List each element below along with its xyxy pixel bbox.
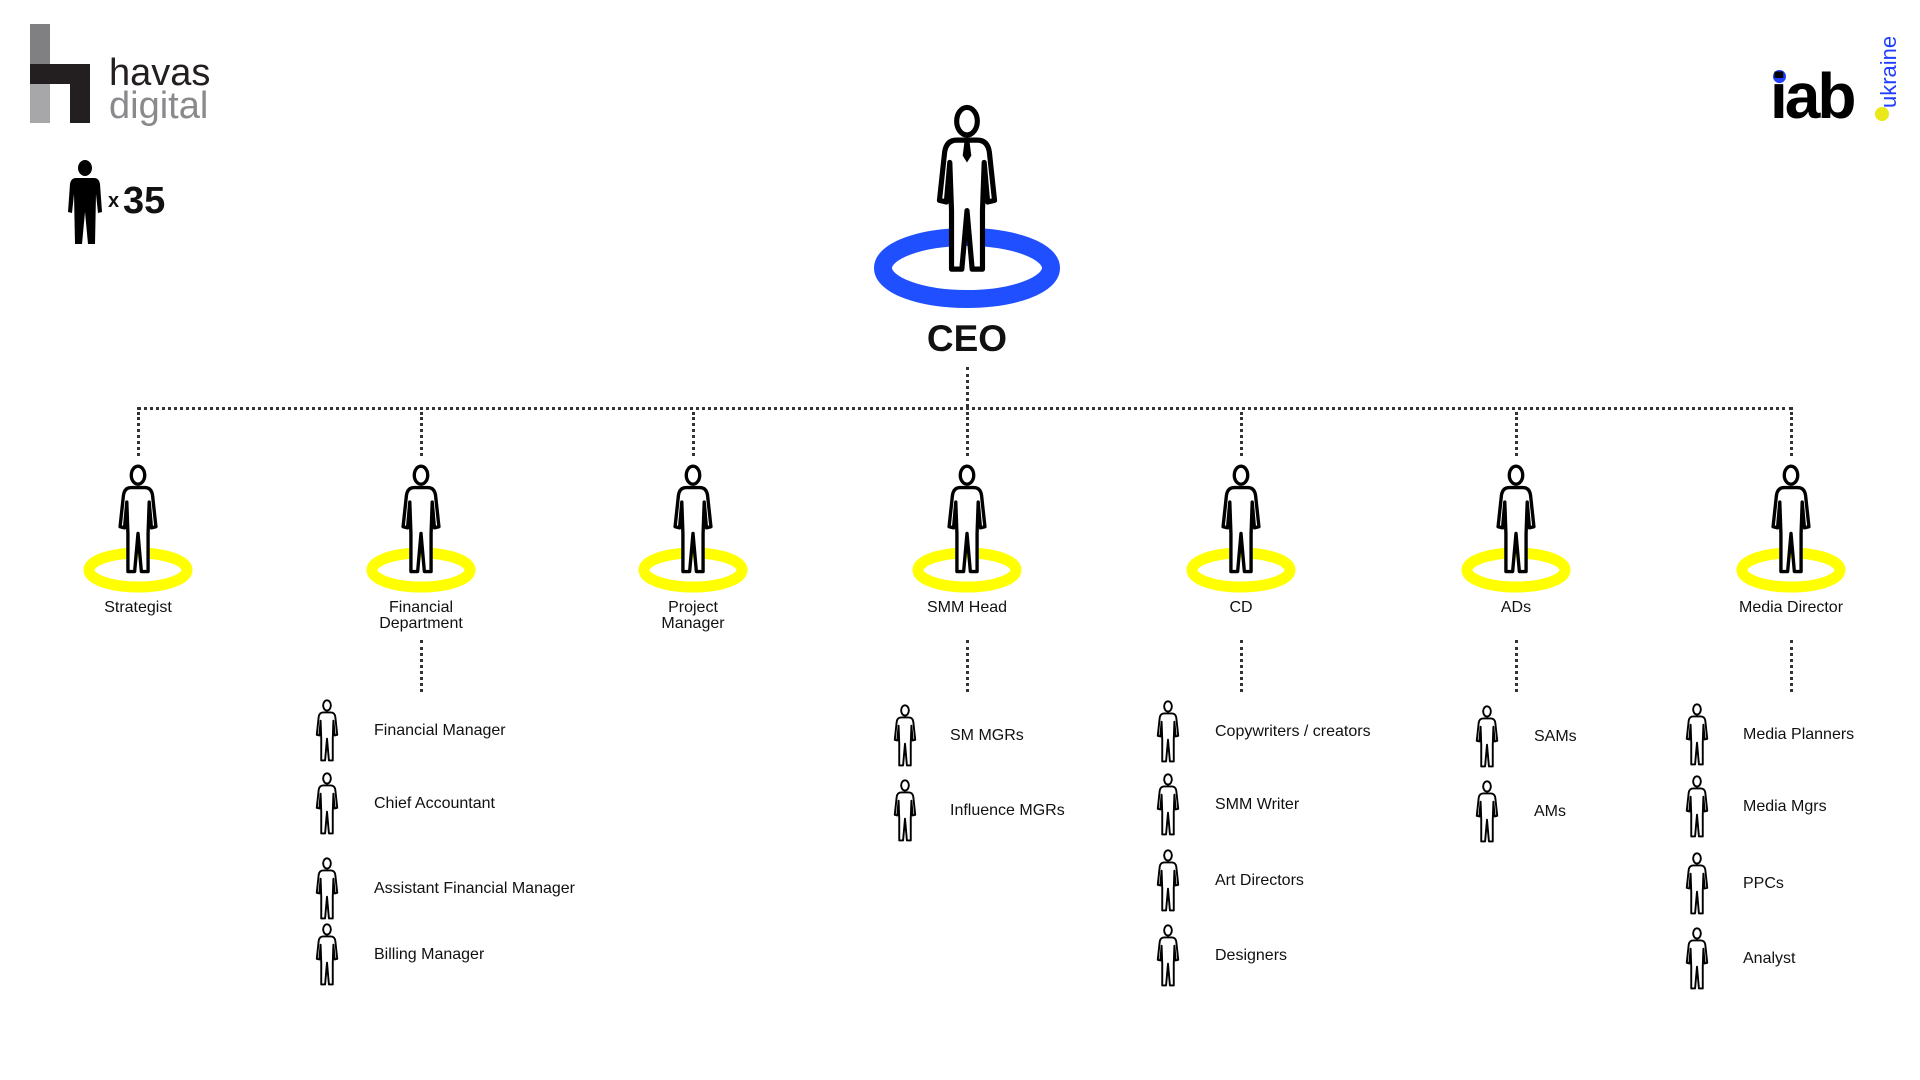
department-connector [420,412,423,456]
department-connector [966,412,969,456]
digital-logo-text: digital [109,85,209,127]
person-icon [312,699,342,763]
person-icon [115,464,161,576]
department-ring [1461,547,1571,593]
team-member-label: Art Directors [1215,872,1304,889]
iab-logo-text: iab [1770,60,1856,132]
havas-digital-logo: havas digital [30,24,220,134]
iab-ukraine-logo: iab ukraine [1770,20,1901,132]
person-silhouette-icon [68,160,102,244]
person-icon [1682,703,1712,767]
team-member-label: SMM Writer [1215,796,1300,813]
ceo-label: CEO [926,318,1008,359]
team-member-label: Media Planners [1743,726,1855,743]
sub-connector [1515,640,1518,692]
team-member-label: Chief Accountant [374,795,495,812]
department-connector [1515,412,1518,456]
person-icon [1682,927,1712,991]
sub-connector [966,640,969,692]
department-ring [1736,547,1846,593]
person-icon [944,464,990,576]
department-label: SMM Head [926,599,1008,616]
department-label: Strategist [104,599,172,616]
headcount-value: 35 [123,180,166,222]
team-member-label: Assistant Financial Manager [374,880,575,897]
person-icon [312,857,342,921]
team-member-label: SM MGRs [950,727,1024,744]
department-connector [1790,412,1793,456]
person-icon [1153,924,1183,988]
person-icon [312,923,342,987]
person-icon [1682,775,1712,839]
person-icon [1218,464,1264,576]
person-icon [890,779,920,843]
team-member-label: AMs [1534,803,1566,820]
person-icon [1768,464,1814,576]
ceo-person-icon [931,104,1003,276]
department-label: Media Director [1738,599,1844,616]
person-icon [1153,700,1183,764]
department-ring [912,547,1022,593]
sub-connector [1240,640,1243,692]
team-member-label: Billing Manager [374,946,485,963]
department-connector [692,412,695,456]
department-label: CD [1229,599,1253,616]
department-ring [638,547,748,593]
team-member-label: Media Mgrs [1743,798,1827,815]
person-icon [1472,780,1502,844]
person-icon [1493,464,1539,576]
team-member-label: Influence MGRs [950,802,1065,819]
havas-logo-text: havas [109,52,211,94]
sub-connector [420,640,423,692]
headcount-indicator: x 35 [68,160,188,244]
team-member-label: Analyst [1743,950,1796,967]
person-icon [398,464,444,576]
department-label: ADs [1500,599,1532,616]
team-member-label: Designers [1215,947,1288,964]
sub-connector [1790,640,1793,692]
team-member-label: PPCs [1743,875,1784,892]
person-icon [1153,773,1183,837]
department-ring [366,547,476,593]
person-icon [1682,852,1712,916]
team-member-label: Copywriters / creators [1215,723,1371,740]
person-icon [670,464,716,576]
person-icon [890,704,920,768]
department-label: Financial Department [379,599,463,632]
team-member-label: Financial Manager [374,722,506,739]
person-icon [1472,705,1502,769]
department-connector [1240,412,1243,456]
team-member-label: SAMs [1534,728,1577,745]
org-connector-line [137,407,1793,410]
department-connector [137,412,140,456]
department-ring [1186,547,1296,593]
department-ring [83,547,193,593]
person-icon [312,772,342,836]
ceo-connector [966,367,969,407]
department-label: Project Manager [661,599,725,632]
headcount-prefix: x [108,190,120,212]
ukraine-logo-text: ukraine [1876,35,1901,108]
person-icon [1153,849,1183,913]
